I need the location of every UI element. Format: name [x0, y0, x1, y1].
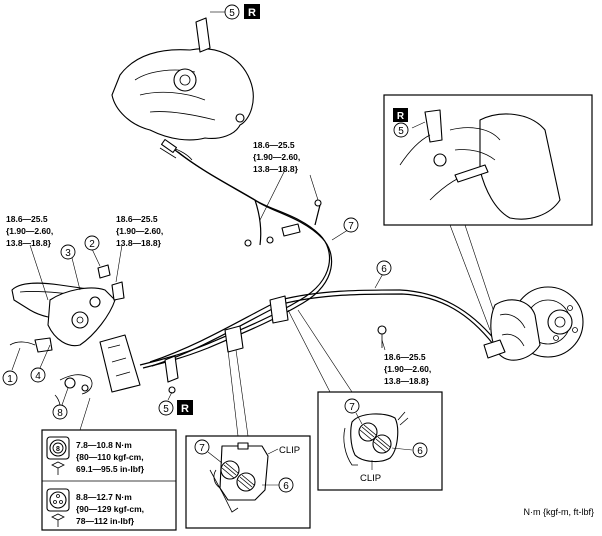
svg-text:R: R [397, 111, 405, 122]
svg-text:6: 6 [381, 264, 387, 275]
svg-text:13.8—18.8}: 13.8—18.8} [116, 238, 162, 248]
mid-bracket-parts [224, 199, 387, 353]
svg-text:8.8—12.7 N·m: 8.8—12.7 N·m [76, 492, 132, 502]
callout-5-inset: 5 [393, 122, 409, 138]
svg-text:{1.90—2.60,: {1.90—2.60, [6, 226, 53, 236]
svg-text:6: 6 [417, 446, 423, 457]
svg-text:7: 7 [349, 402, 355, 413]
callout-7-inset-right: 7 [344, 398, 360, 414]
svg-text:{1.90—2.60,: {1.90—2.60, [384, 364, 431, 374]
svg-text:8: 8 [57, 408, 63, 419]
clip-inset-right [317, 391, 443, 491]
svg-text:18.6—25.5: 18.6—25.5 [253, 140, 295, 150]
svg-text:7: 7 [348, 221, 354, 232]
callout-6-inset-center: 6 [278, 477, 294, 493]
nut-8-icon: 8 [46, 436, 70, 475]
clip-label-right: CLIP [360, 473, 381, 484]
svg-text:13.8—18.8}: 13.8—18.8} [6, 238, 52, 248]
svg-text:5: 5 [398, 126, 404, 137]
svg-text:69.1—95.5 in-lbf}: 69.1—95.5 in-lbf} [76, 464, 145, 474]
callout-6-main: 6 [376, 260, 392, 276]
svg-text:78—112 in-lbf}: 78—112 in-lbf} [76, 516, 135, 526]
inset-detail-top-right [383, 94, 593, 226]
rh-tag-top: R [244, 4, 260, 19]
svg-text:8: 8 [56, 446, 60, 453]
rh-tag-bottom: R [177, 400, 193, 415]
svg-text:18.6—25.5: 18.6—25.5 [6, 214, 48, 224]
callout-5-bottom: 5 [158, 400, 174, 416]
torque-spec-left: 18.6—25.5 {1.90—2.60, 13.8—18.8} [6, 214, 53, 248]
callout-5-top: 5 [224, 4, 240, 20]
svg-text:7: 7 [199, 443, 205, 454]
torque-detail-box: 8 7.8—10.8 N·m {80—110 kgf-cm, 69.1—95.5… [41, 429, 177, 531]
svg-text:5: 5 [229, 8, 235, 19]
torque-spec-right: 18.6—25.5 {1.90—2.60, 13.8—18.8} [384, 352, 431, 386]
rh-tag-inset: R [393, 108, 408, 122]
clip-label-center: CLIP [279, 445, 300, 456]
torque-spec-mid: 18.6—25.5 {1.90—2.60, 13.8—18.8} [116, 214, 163, 248]
svg-text:18.6—25.5: 18.6—25.5 [384, 352, 426, 362]
brake-cables [139, 149, 496, 369]
top-caliper-assembly [111, 17, 254, 161]
callout-7-main: 7 [343, 217, 359, 233]
svg-text:{1.90—2.60,: {1.90—2.60, [116, 226, 163, 236]
right-wheel-assembly [483, 286, 584, 361]
callout-4: 4 [30, 367, 46, 383]
callout-7-inset-center: 7 [194, 439, 210, 455]
bolt-icon [46, 488, 70, 527]
callout-6-inset-right: 6 [412, 442, 428, 458]
svg-text:R: R [181, 403, 189, 415]
svg-text:{1.90—2.60,: {1.90—2.60, [253, 152, 300, 162]
svg-text:13.8—18.8}: 13.8—18.8} [253, 164, 299, 174]
callout-1: 1 [2, 370, 18, 386]
units-note: N·m {kgf-m, ft-lbf} [523, 507, 594, 517]
svg-text:R: R [248, 7, 256, 19]
svg-text:2: 2 [89, 239, 95, 250]
svg-text:3: 3 [65, 248, 71, 259]
svg-text:6: 6 [283, 481, 289, 492]
callout-3: 3 [60, 244, 76, 260]
svg-text:5: 5 [163, 404, 169, 415]
callout-8: 8 [52, 404, 68, 420]
svg-text:{80—110 kgf-cm,: {80—110 kgf-cm, [76, 452, 144, 462]
svg-text:18.6—25.5: 18.6—25.5 [116, 214, 158, 224]
parking-brake-lever-assembly [9, 264, 179, 419]
svg-text:4: 4 [35, 371, 41, 382]
svg-text:1: 1 [7, 374, 13, 385]
callout-2: 2 [84, 235, 100, 251]
svg-text:7.8—10.8 N·m: 7.8—10.8 N·m [76, 440, 132, 450]
torque-spec-top: 18.6—25.5 {1.90—2.60, 13.8—18.8} [253, 140, 300, 174]
svg-text:{90—129 kgf-cm,: {90—129 kgf-cm, [76, 504, 144, 514]
svg-text:13.8—18.8}: 13.8—18.8} [384, 376, 430, 386]
